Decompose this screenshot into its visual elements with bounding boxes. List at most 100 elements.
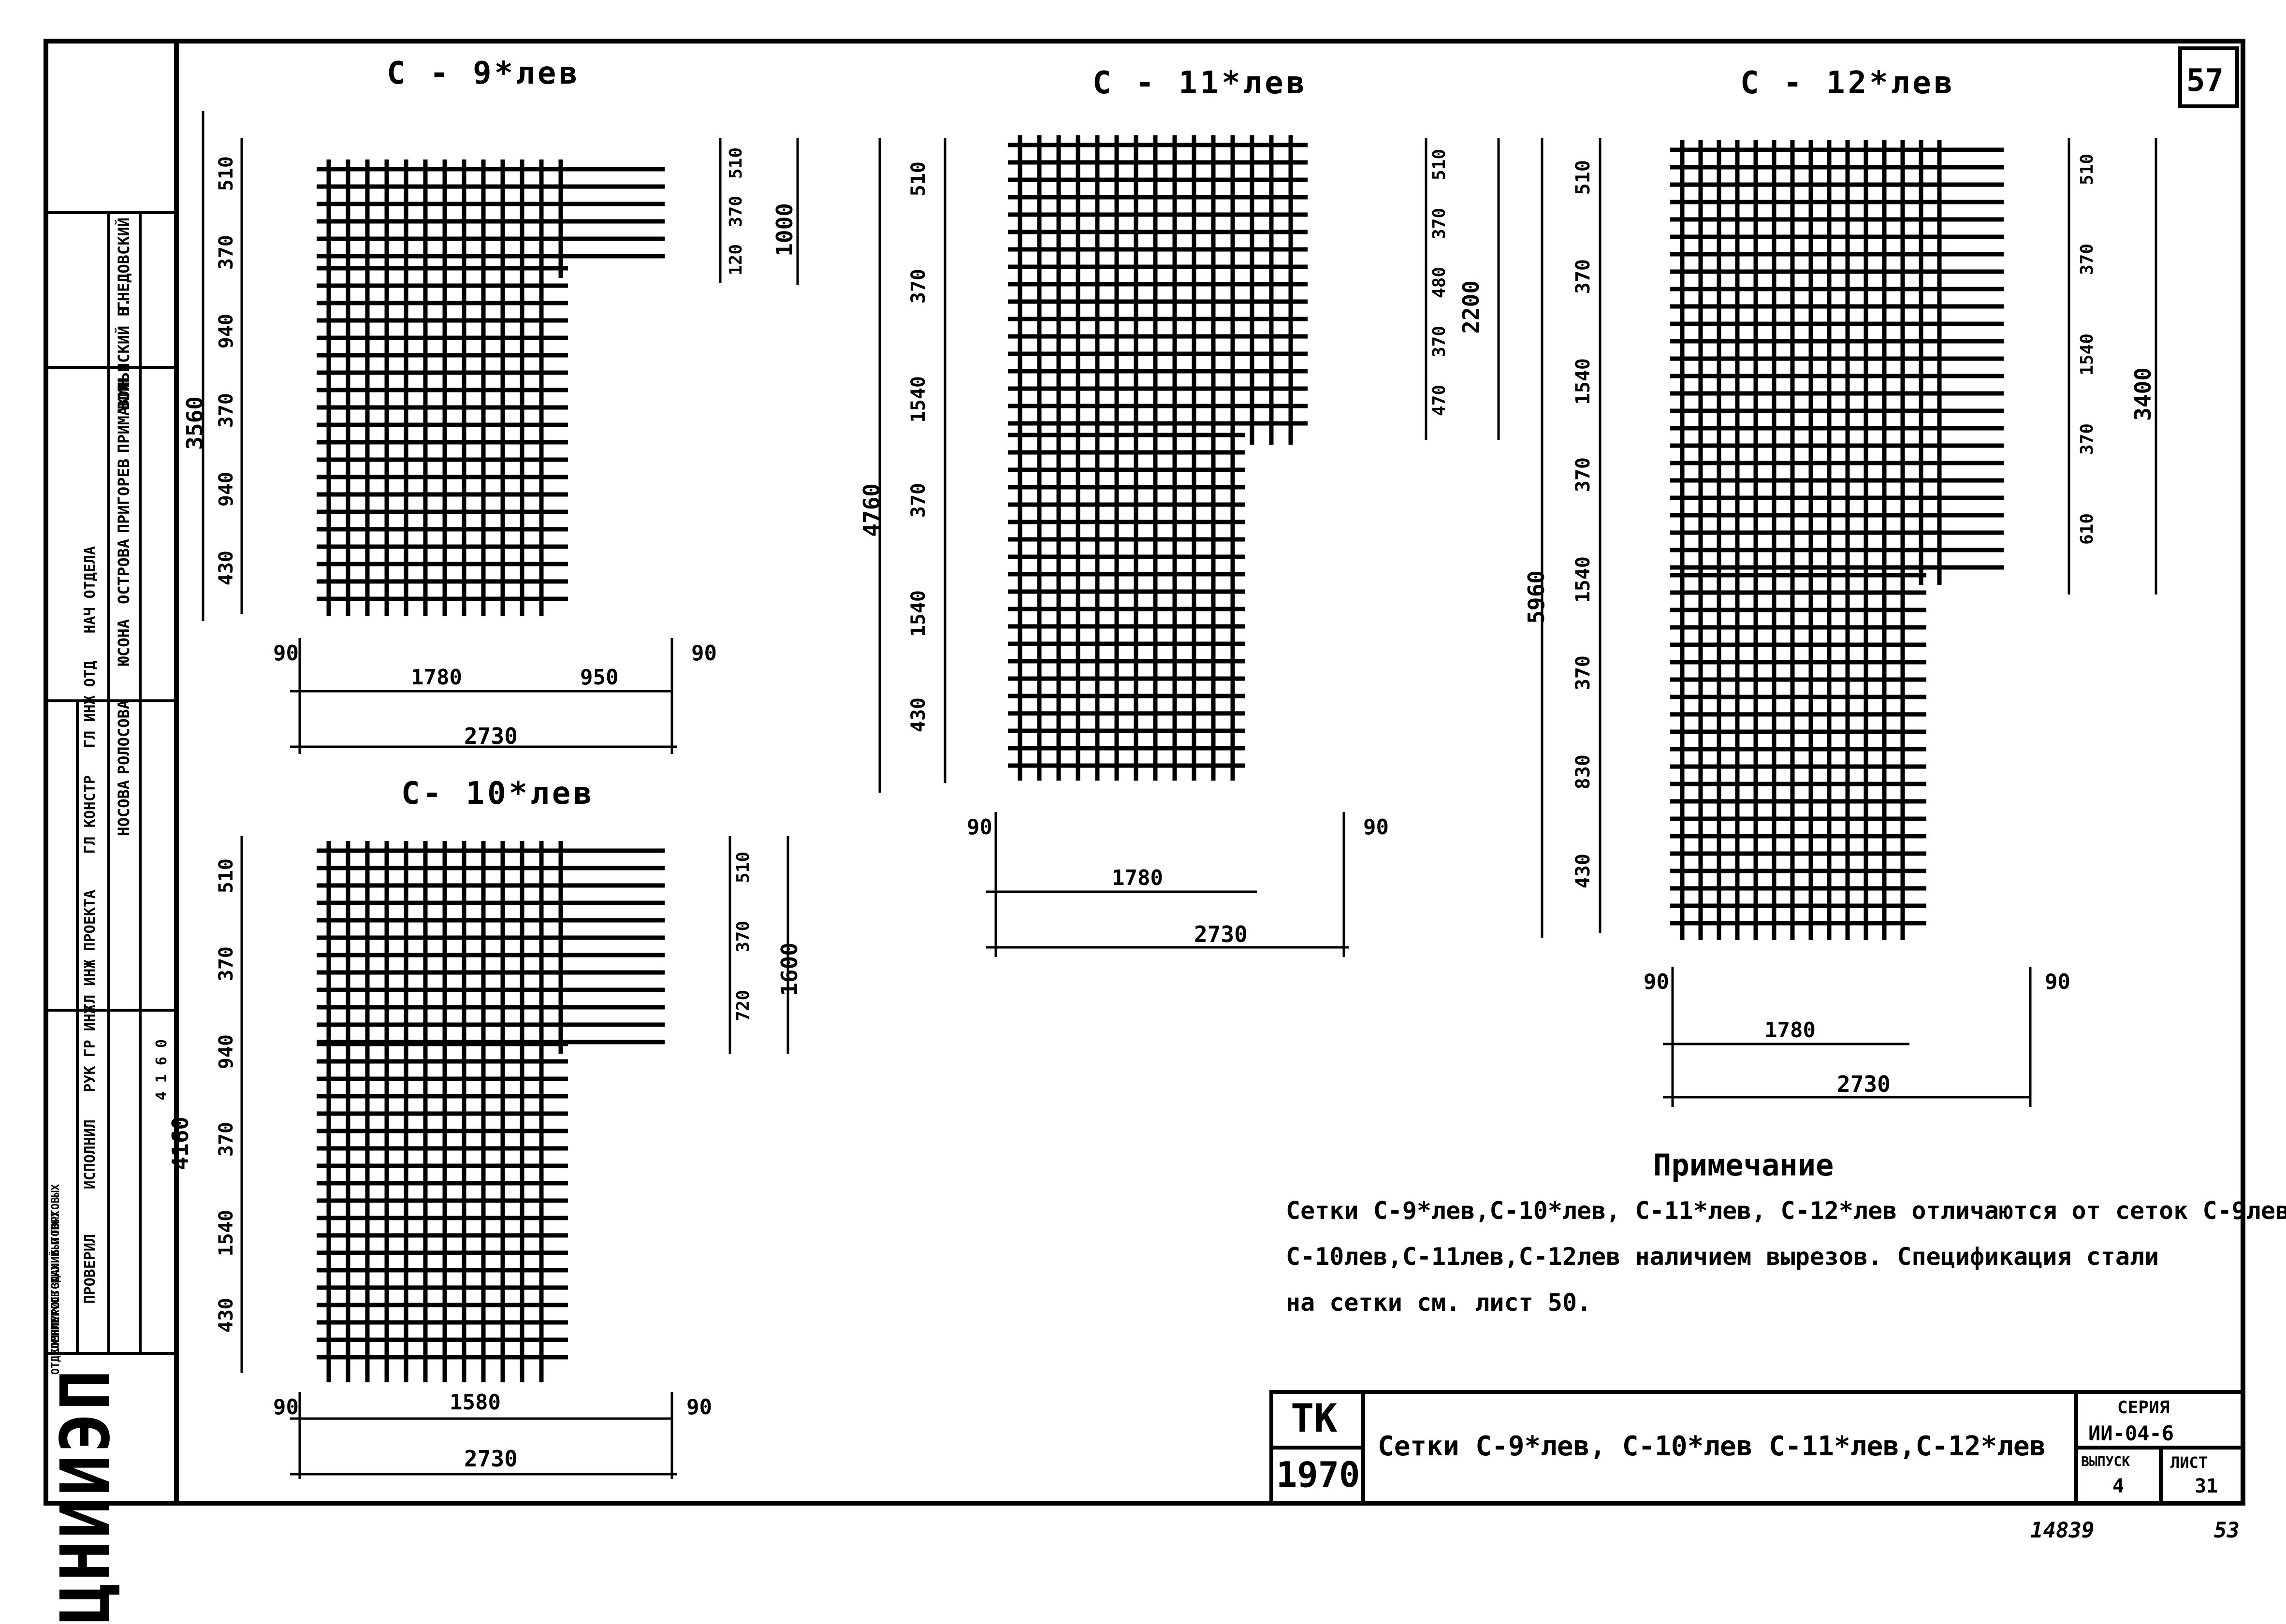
stamp-name-7: НОСОВА <box>115 780 133 836</box>
dim-right-total-c12: 3400 <box>2130 367 2156 421</box>
stamp-position-2: ГЛ КОНСТР <box>82 775 99 854</box>
dim-left-c12-7: 430 <box>1572 854 1594 889</box>
dim-right-c12-1: 370 <box>2077 243 2097 275</box>
stamp-name-3: ПРИГОРЕВ <box>115 458 133 533</box>
dim-right-c9-1: 370 <box>726 196 746 228</box>
dim-left-c11-5: 430 <box>907 697 930 732</box>
bottom-number: 14839 <box>2030 1518 2095 1543</box>
dim-bottom-c12-0: 90 <box>1644 970 1669 994</box>
title-block-sheet-label: ЛИСТ <box>2170 1453 2208 1472</box>
dim-right-c12-3: 370 <box>2077 423 2097 455</box>
dim-left-c10-3: 370 <box>215 1122 237 1157</box>
dim-left-c11-3: 370 <box>907 483 930 518</box>
title-block-issue: 4 <box>2112 1475 2125 1497</box>
note-line-3: на сетки см. лист 50. <box>1286 1289 1592 1317</box>
dim-left-c12-1: 370 <box>1572 259 1594 294</box>
stamp-org-5: ОТДЕЛЕНИЕ <box>50 1317 62 1375</box>
sheet-number: 57 <box>2186 63 2224 99</box>
dim-left-c11-2: 1540 <box>907 376 930 422</box>
dim-left-c12-4: 1540 <box>1572 556 1594 603</box>
outer-frame <box>44 39 2245 1506</box>
dim-left-c12-5: 370 <box>1572 655 1594 691</box>
mesh-c9-drawing <box>317 160 665 616</box>
title-block-year: 1970 <box>1276 1454 1360 1495</box>
note-line-2: С-10лев,С-11лев,С-12лев наличием вырезов… <box>1286 1243 2159 1271</box>
dim-left-c9-3: 370 <box>215 392 237 428</box>
left-stamp-grid <box>46 211 176 1355</box>
title-block-frame <box>1269 1390 2245 1505</box>
dim-left-c10-0: 510 <box>215 858 237 894</box>
dim-bottom-c10-0: 90 <box>273 1395 299 1420</box>
dim-left-c11-4: 1540 <box>907 590 930 637</box>
dim-bottom-c10-1: 1580 <box>450 1390 501 1415</box>
title-c10: С- 10*лев <box>401 776 595 812</box>
stamp-name-6: РОЛОСОВА <box>115 699 133 774</box>
dim-left-c12-3: 370 <box>1572 457 1594 493</box>
dim-left-c9-2: 940 <box>215 314 237 349</box>
stamp-name-0: ГНЕДОВСКИЙ <box>115 218 133 311</box>
dim-bottom-total-c11: 2730 <box>1194 921 1248 947</box>
title-block-sheet: 31 <box>2195 1475 2218 1497</box>
dim-bottom-c9-1: 1780 <box>411 665 462 690</box>
dim-bottom-c9-2: 950 <box>580 665 619 690</box>
dim-right-total-c9: 1000 <box>772 203 798 257</box>
bottom-page: 53 <box>2214 1518 2240 1543</box>
note-line-1: Сетки С-9*лев,С-10*лев, С-11*лев, С-12*л… <box>1286 1197 2286 1225</box>
stamp-position-3: ГЛ ИНЖ ПРОЕКТА <box>82 890 99 1013</box>
mesh-c12-drawing <box>1670 140 2004 940</box>
dim-left-c9-4: 940 <box>215 472 237 507</box>
dim-bottom-c12-1: 1780 <box>1764 1018 1816 1043</box>
dimension-lines <box>202 111 2157 1479</box>
dim-bottom-total-c9: 2730 <box>464 723 518 749</box>
dim-right-c10-0: 510 <box>733 851 753 883</box>
dim-bottom-c11-2: 90 <box>1363 815 1389 840</box>
dim-bottom-c9-3: 90 <box>691 641 717 666</box>
dim-right-total-c10: 1600 <box>776 942 802 996</box>
stamp-position-4: РУК ГР ИНЖ <box>82 1004 99 1092</box>
stamp-name-4: ОСТРОВА <box>115 539 133 604</box>
stamp-name-2: ПРИМАКИН <box>115 378 133 453</box>
dim-left-c11-0: 510 <box>907 161 930 197</box>
dim-right-c12-0: 510 <box>2077 153 2097 185</box>
dim-right-c12-4: 610 <box>2077 513 2097 545</box>
dim-bottom-total-c10: 2730 <box>464 1446 518 1472</box>
dim-right-c11-2: 480 <box>1429 267 1449 299</box>
dim-right-c11-3: 370 <box>1429 326 1449 358</box>
dim-left-total-c10: 4160 <box>167 1116 193 1170</box>
title-block-title: Сетки С-9*лев, С-10*лев С-11*лев,С-12*ле… <box>1378 1431 2046 1462</box>
dim-right-c10-2: 720 <box>733 990 753 1022</box>
dim-left-c12-2: 1540 <box>1572 358 1594 405</box>
stamp-position-0: НАЧ ОТДЕЛА <box>82 546 99 634</box>
drawing-sheet <box>44 39 2245 1506</box>
stamp-position-6: ПРОВЕРИЛ <box>82 1233 99 1304</box>
dim-right-c9-0: 510 <box>726 147 746 179</box>
stamp-year-code: 4 1 6 0 <box>153 1039 170 1101</box>
title-block-series: ИИ-04-6 <box>2088 1421 2174 1445</box>
dim-right-c9-2: 120 <box>726 244 746 276</box>
dim-left-c10-2: 940 <box>215 1034 237 1069</box>
title-block-issue-label: ВЫПУСК <box>2081 1453 2130 1469</box>
mesh-c10-drawing <box>317 841 665 1382</box>
title-c12: С - 12*лев <box>1740 65 1956 101</box>
dim-left-c9-5: 430 <box>215 551 237 586</box>
dim-bottom-c12-2: 90 <box>2045 970 2070 994</box>
dim-bottom-c11-0: 90 <box>967 815 992 840</box>
dim-left-total-c11: 4760 <box>859 483 885 537</box>
dim-bottom-c9-0: 90 <box>273 641 299 666</box>
dim-left-c11-1: 370 <box>907 269 930 304</box>
title-block-tk: ТК <box>1291 1396 1338 1441</box>
dim-left-c9-0: 510 <box>215 156 237 191</box>
dim-right-c11-4: 470 <box>1429 385 1449 417</box>
dim-left-c9-1: 370 <box>215 235 237 270</box>
title-block-series-label: СЕРИЯ <box>2117 1398 2170 1418</box>
note-heading: Примечание <box>1653 1147 1834 1183</box>
dim-left-total-c12: 5960 <box>1523 570 1549 624</box>
dim-left-c10-5: 430 <box>215 1297 237 1333</box>
dim-bottom-c11-1: 1780 <box>1112 866 1163 890</box>
stamp-position-1: ГЛ ИНЖ ОТД <box>82 661 99 748</box>
title-c9: С - 9*лев <box>387 56 581 91</box>
stamp-logo: ЦНИИЭП <box>46 1368 125 1624</box>
dim-bottom-c10-2: 90 <box>686 1395 712 1420</box>
dim-left-c10-1: 370 <box>215 946 237 982</box>
mesh-c11-drawing <box>1008 135 1308 781</box>
